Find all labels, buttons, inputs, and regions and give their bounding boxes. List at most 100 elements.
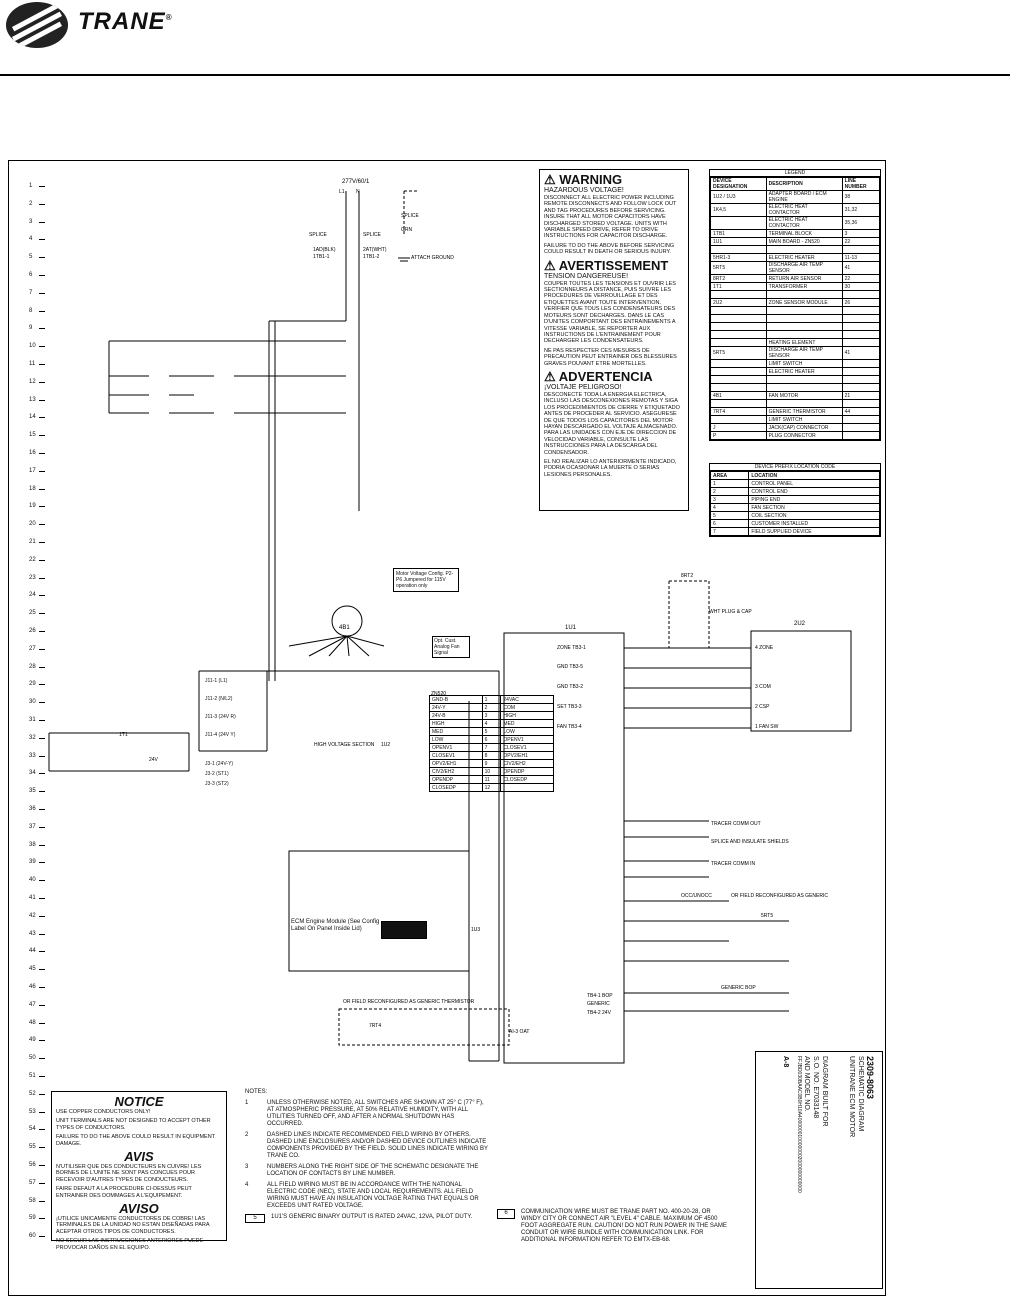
- line-number-tick: [39, 969, 45, 971]
- line-number: 53: [29, 1109, 45, 1116]
- table-cell: [710, 245, 767, 254]
- table-cell: OpV2/EH1: [500, 751, 554, 760]
- table-cell: [710, 375, 767, 384]
- splice-insulate-label: SPLICE AND INSULATE SHIELDS: [711, 839, 789, 845]
- advertencia-subtitle: ¡VOLTAJE PELIGROSO!: [544, 383, 622, 391]
- u2-zone-sensor-label: 2U2: [794, 621, 806, 627]
- line-number-tick: [39, 755, 45, 757]
- table-cell: 9: [481, 759, 502, 768]
- table-cell: 1U2 / 1U3: [710, 190, 767, 204]
- line-number-tick: [39, 364, 45, 365]
- note-6: 6 COMMUNICATION WIRE MUST BE TRANE PART …: [497, 1209, 727, 1244]
- line-number-tick: [39, 506, 45, 508]
- line-number-tick: [39, 1093, 45, 1095]
- table-cell: High: [500, 711, 554, 720]
- line-number: 33: [29, 753, 45, 760]
- line-number-tick: [39, 898, 45, 899]
- gnd-tb3-5-label: GND TB3-5: [557, 664, 583, 670]
- table-header-cell: DEVICE DESIGNATION: [710, 177, 767, 191]
- l1-label: L1: [339, 189, 345, 195]
- line-number: 58: [29, 1198, 45, 1205]
- table-cell: [841, 415, 881, 424]
- avis-text-1: N'UTILISER QUE DES CONDUCTEURS EN CUIVRE…: [56, 1164, 202, 1183]
- line-number: 56: [29, 1162, 45, 1169]
- table-cell: [710, 367, 767, 376]
- line-number: 37: [29, 824, 45, 831]
- table-cell: OpenV1: [429, 743, 483, 752]
- notice-text-2: UNIT TERMINALS ARE NOT DESIGNED TO ACCEP…: [56, 1118, 211, 1131]
- occ-label: OCC/UNOCC: [681, 893, 712, 899]
- table-cell: COM: [500, 703, 554, 712]
- table-cell: [710, 216, 767, 230]
- table-cell: ELECTRIC HEAT CONTACTOR: [765, 216, 843, 230]
- table-cell: 6: [709, 519, 750, 528]
- note-6-flag-icon: 6: [497, 1209, 515, 1219]
- line-number: 43: [29, 931, 45, 938]
- line-number-tick: [39, 595, 45, 597]
- line-number-tick: [39, 862, 45, 864]
- line-number-tick: [39, 1165, 45, 1166]
- line-number-tick: [39, 631, 45, 632]
- line-number-tick: [39, 488, 45, 490]
- note-text: ALL FIELD WIRING MUST BE IN ACCORDANCE W…: [267, 1182, 479, 1209]
- page-header: TRANE®: [0, 0, 1010, 80]
- note-5: 5 1U1'S GENERIC BINARY OUTPUT IS RATED 2…: [245, 1214, 489, 1223]
- table-cell: DISCHARGE AIR TEMP SENSOR: [765, 346, 843, 360]
- table-cell: 1: [481, 695, 502, 704]
- tb1-2-label: 1TB1-2: [363, 254, 380, 260]
- tb4-24v-label: TB4-2 24V: [587, 1010, 612, 1016]
- table-cell: 26: [841, 298, 881, 307]
- table-cell: [841, 290, 881, 299]
- line-number: 38: [29, 842, 45, 849]
- t1-label: 1T1: [119, 732, 128, 738]
- table-cell: [841, 306, 881, 315]
- table-cell: [765, 245, 843, 254]
- note-number: 4: [245, 1182, 249, 1188]
- advertencia-text-1: DESCONECTE TODA LA ENERGIA ELECTRICA, IN…: [544, 391, 680, 456]
- table-cell: TRANSFORMER: [765, 282, 843, 291]
- line-number: 9: [29, 325, 45, 332]
- avertissement-title: ⚠ AVERTISSEMENT: [544, 257, 669, 273]
- table-cell: 3: [709, 495, 750, 504]
- line-number-tick: [39, 1200, 45, 1202]
- table-cell: JACK(CAP) CONNECTOR: [765, 423, 843, 432]
- table-cell: [841, 338, 881, 347]
- line-number: 3: [29, 219, 45, 226]
- line-number-tick: [39, 613, 45, 615]
- avis-text-2: FAIRE DEFAUT A LA PROCEDURE CI-DESSUS PE…: [56, 1186, 192, 1199]
- table-cell: [710, 338, 767, 347]
- table-row: [710, 314, 881, 323]
- note-5-text: 1U1'S GENERIC BINARY OUTPUT IS RATED 24V…: [271, 1214, 473, 1220]
- line-number: 23: [29, 575, 45, 582]
- tb4-terminal-block: GND-B124VAC24V-Y2COM24V-B3HighHigh4MedMe…: [429, 695, 554, 792]
- table-cell: PIPING END: [748, 495, 880, 504]
- line-number-tick: [39, 435, 45, 437]
- line-number-tick: [39, 328, 45, 330]
- csp-2-label: 2 CSP: [755, 704, 770, 710]
- table-cell: FAN MOTOR: [765, 391, 843, 400]
- line-number: 57: [29, 1180, 45, 1187]
- line-number-tick: [39, 257, 45, 259]
- j11-2: J11-2 (N/L2): [205, 696, 233, 702]
- table-cell: 2: [481, 703, 502, 712]
- line-number-tick: [39, 773, 45, 775]
- fan-tb3-4-label: FAN TB3-4: [557, 724, 582, 730]
- table-header-cell: DESCRIPTION: [765, 177, 843, 191]
- line-number: 25: [29, 610, 45, 617]
- table-cell: 12: [481, 783, 502, 792]
- line-number: 21: [29, 539, 45, 546]
- opt-cust-analog-note: Opt. Cust. Analog Fan Signal: [432, 636, 470, 658]
- table-row: [710, 322, 881, 331]
- line-number: 41: [29, 895, 45, 902]
- table-cell: CONTROL END: [748, 487, 880, 496]
- table-cell: J: [710, 423, 767, 432]
- table-cell: GND-B: [429, 695, 483, 704]
- line-number: 36: [29, 806, 45, 813]
